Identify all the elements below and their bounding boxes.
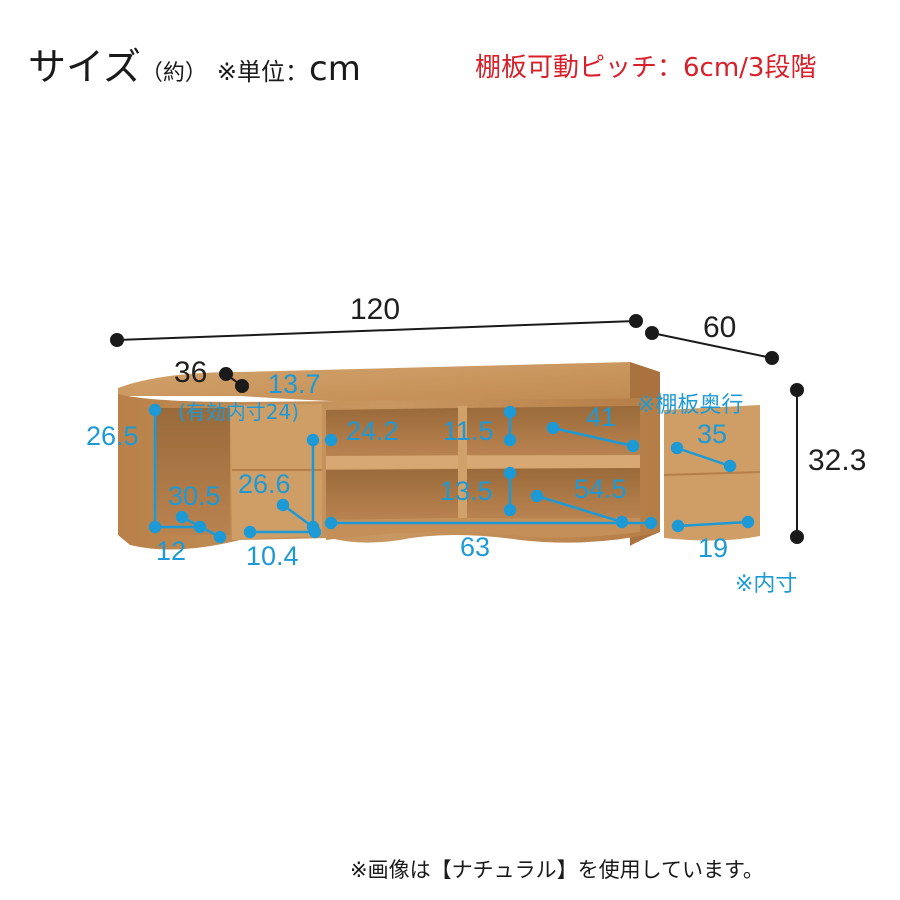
left-top-effective-label: (有効内寸24)	[178, 400, 299, 424]
title-approx: （約）	[140, 61, 207, 86]
title-text: サイズ	[28, 45, 141, 89]
lower-depth-label: 54.5	[574, 474, 627, 504]
right-width-label: 19	[698, 533, 728, 563]
bottom-width-label: 63	[460, 532, 490, 562]
height-label: 32.3	[808, 444, 866, 477]
lower-gap-label: 13.5	[440, 476, 493, 506]
unit-value: cm	[309, 49, 361, 89]
unit-prefix: ※単位：	[216, 58, 309, 86]
left-depth-inner-label: 30.5	[168, 481, 221, 511]
left-top-width-label: 13.7	[268, 369, 321, 399]
right-depth-label: 35	[697, 419, 727, 449]
page-title: サイズ（約） ※単位：cm	[28, 48, 361, 86]
footer-caption: ※画像は【ナチュラル】を使用しています。	[350, 858, 764, 882]
shelf-pitch-note: 棚板可動ピッチ：6cm/3段階	[475, 53, 817, 83]
left-height-label: 26.5	[86, 421, 139, 451]
depth-dimension-line	[651, 332, 773, 359]
door-width-label: 10.4	[246, 541, 299, 571]
inner-note: ※内寸	[735, 572, 797, 597]
upper-height-label: 24.2	[346, 416, 399, 446]
shelf-gap-label: 11.5	[443, 416, 494, 446]
left-depth-label: 36	[174, 356, 207, 389]
shelf-depth-label: 41	[586, 402, 616, 432]
width-label: 120	[350, 293, 400, 326]
depth-label: 60	[703, 311, 736, 344]
shelf-depth-note: ※棚板奥行	[637, 393, 743, 418]
inner-dimension-lines	[148, 403, 755, 544]
left-width-label: 12	[156, 536, 186, 566]
outer-dimensions	[110, 314, 804, 544]
door-depth-label: 26.6	[238, 469, 291, 499]
tv-stand-illustration	[118, 362, 761, 550]
width-dimension-line	[116, 320, 637, 341]
